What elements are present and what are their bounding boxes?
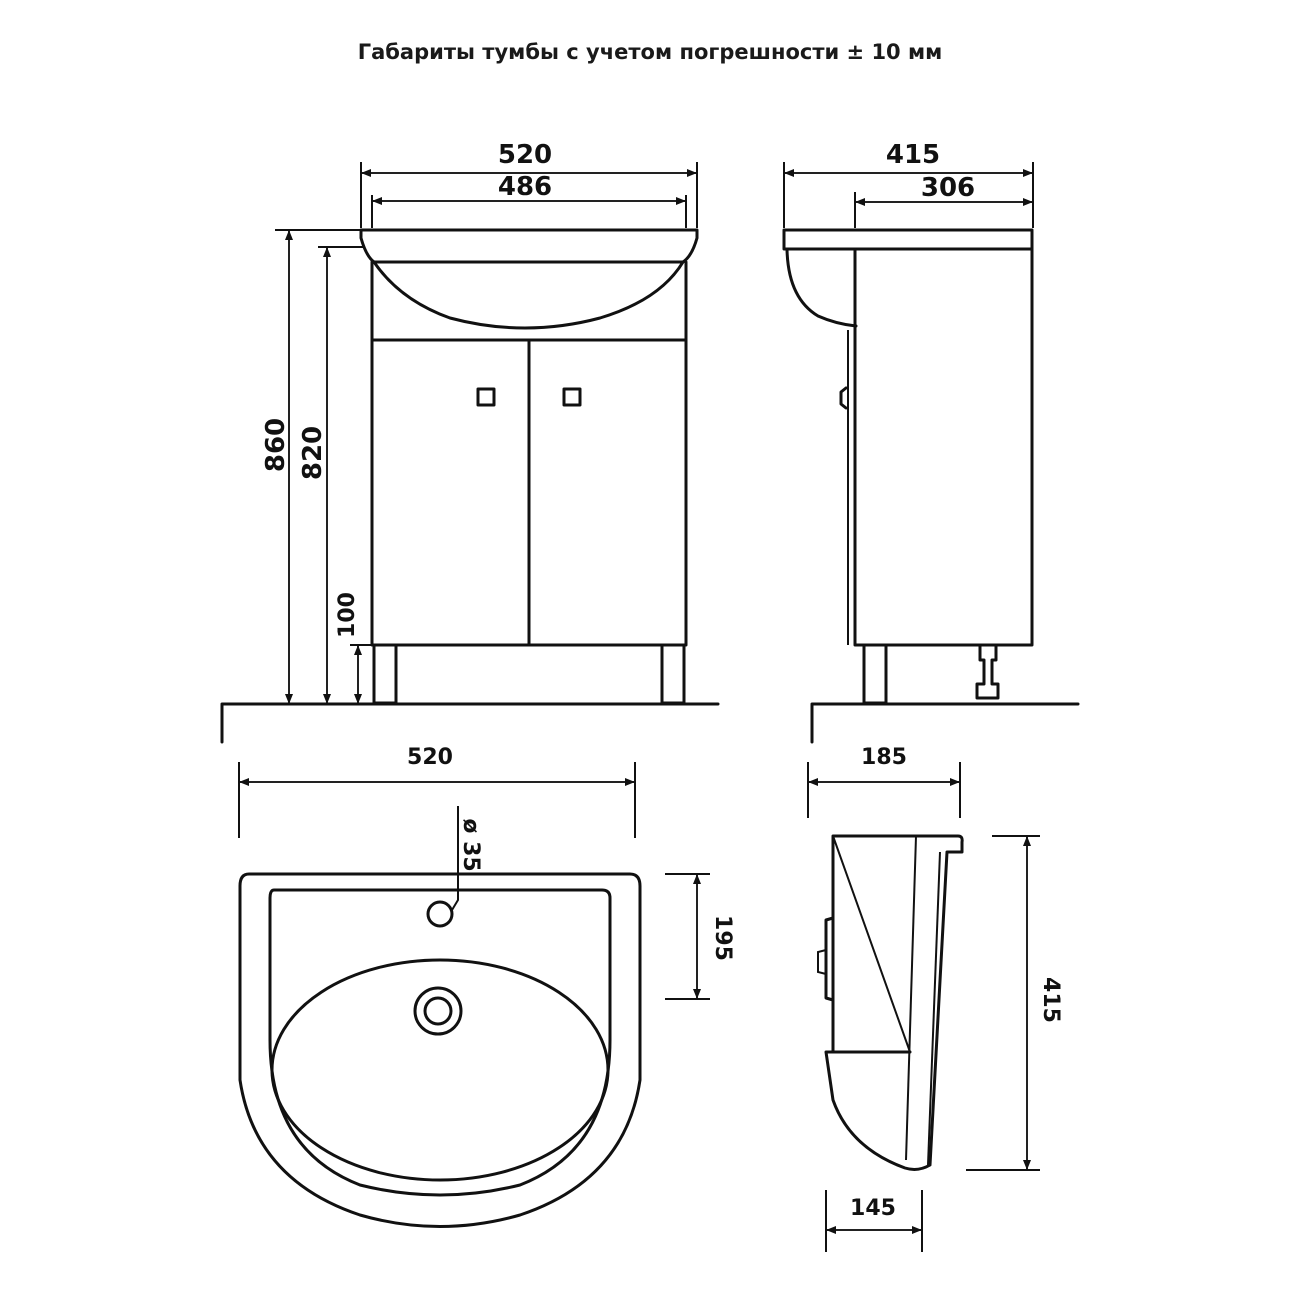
- dim-height-total-label: 860: [261, 418, 291, 472]
- door-handle-right: [562, 387, 582, 407]
- basin-side-back: [927, 851, 941, 1166]
- dim-basin-bottom-width-label: 145: [850, 1196, 896, 1221]
- basin-side-overflow: [824, 916, 835, 1002]
- front-leg-right: [660, 643, 686, 705]
- drawing-title: Габариты тумбы с учетом погрешности ± 10…: [357, 40, 943, 64]
- side-view: 415 306: [782, 140, 1080, 744]
- basin-side-inner-slope: [832, 835, 911, 1053]
- basin-drain-inner: [423, 996, 453, 1026]
- side-cabinet-body: [853, 247, 1034, 647]
- basin-side-overflow-nub: [817, 949, 827, 975]
- tap-hole-diameter-label: ø 35: [458, 818, 483, 871]
- front-basin-bowl: [372, 260, 685, 330]
- dim-width-inner-label: 486: [498, 172, 552, 202]
- side-floor-line: [810, 702, 1080, 744]
- basin-side-profile: [824, 834, 964, 1171]
- tap-hole: [426, 900, 454, 928]
- dim-depth-body-label: 306: [921, 173, 975, 203]
- dim-hole-offset-label: 195: [710, 915, 735, 961]
- door-handle-left: [476, 387, 496, 407]
- dim-basin-width-label: 520: [407, 745, 453, 770]
- side-leg-adjustable: [975, 643, 1000, 700]
- basin-drain-outer: [413, 986, 463, 1036]
- front-basin-rim: [359, 228, 699, 264]
- dim-basin-depth-label: 415: [1038, 977, 1063, 1023]
- dim-height-body-label: 820: [298, 426, 328, 480]
- basin-side-view: 185 415 145: [807, 745, 1063, 1252]
- dim-leg-height-label: 100: [335, 592, 360, 638]
- side-leg-front: [862, 643, 888, 705]
- side-handle: [839, 386, 848, 410]
- basin-outer-rim: [238, 872, 642, 1228]
- side-countertop: [782, 228, 1034, 251]
- basin-side-wall: [905, 835, 917, 1161]
- dim-depth-total-label: 415: [886, 140, 940, 170]
- front-floor-line: [220, 702, 720, 744]
- basin-inner-rim: [268, 888, 612, 1197]
- tap-hole-leader: [451, 806, 459, 911]
- basin-bowl: [270, 958, 610, 1182]
- front-leg-left: [372, 643, 398, 705]
- front-view: 520 486 860 820 100: [220, 140, 720, 744]
- dim-basin-top-width-label: 185: [861, 745, 907, 770]
- side-bowl-profile: [785, 247, 858, 328]
- dim-width-total-label: 520: [498, 140, 552, 170]
- basin-top-view: 520 ø 35 195: [238, 745, 735, 1228]
